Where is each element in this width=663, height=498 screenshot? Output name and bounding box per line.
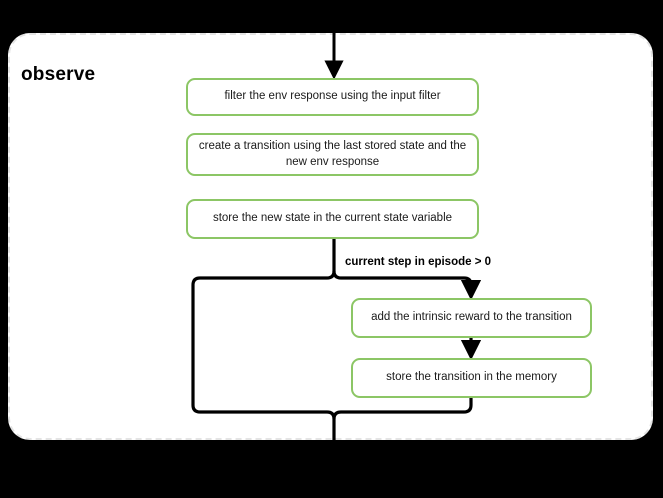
process-box-add-intrinsic-reward[interactable]: add the intrinsic reward to the transiti… [351,298,592,338]
block-title-observe: observe [21,64,96,85]
condition-label: current step in episode > 0 [345,256,492,268]
process-box-store-state[interactable]: store the new state in the current state… [186,199,479,239]
process-box-filter[interactable]: filter the env response using the input … [186,78,479,116]
process-box-store-transition-memory[interactable]: store the transition in the memory [351,358,592,398]
process-box-create-transition[interactable]: create a transition using the last store… [186,133,479,176]
